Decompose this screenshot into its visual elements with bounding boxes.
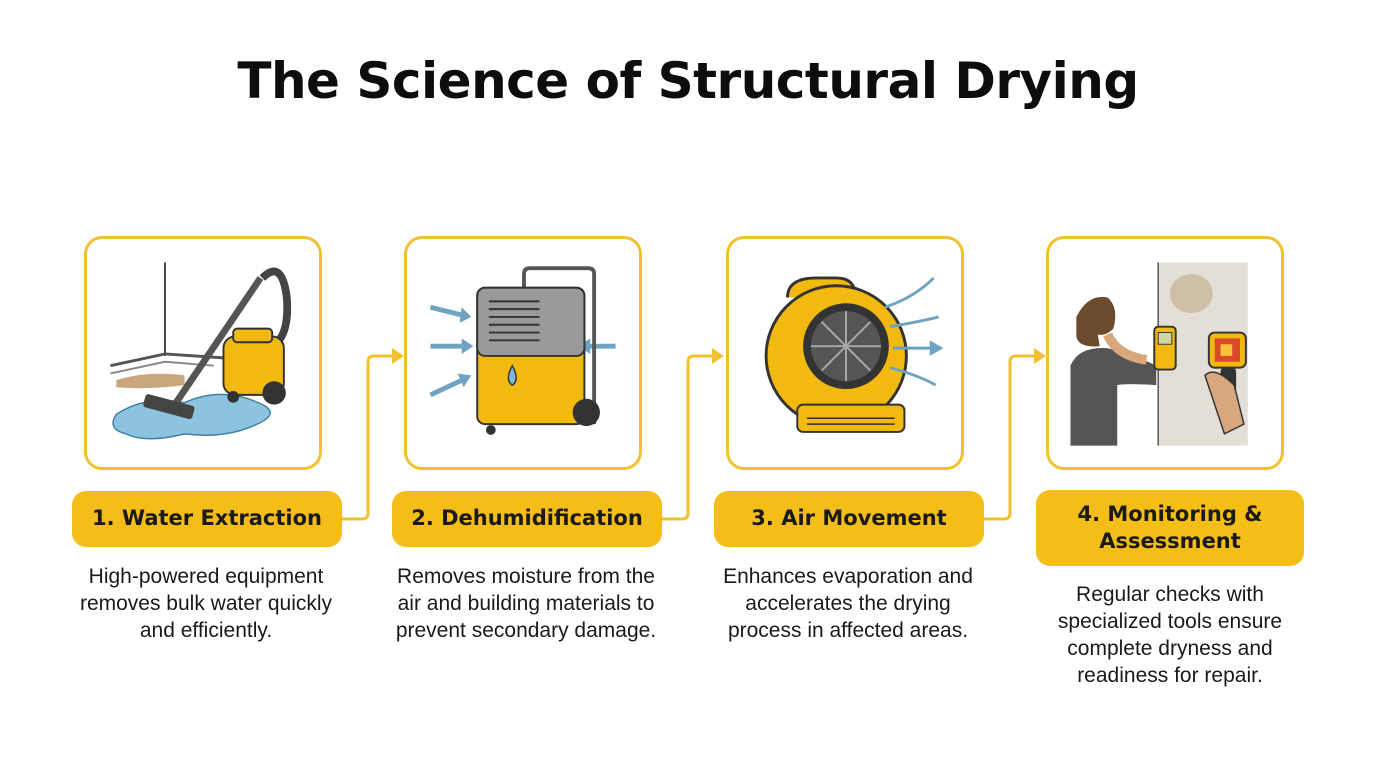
step-2-label: 2. Dehumidification — [392, 491, 662, 547]
wet-vacuum-icon — [110, 262, 292, 440]
step-4-illustration-card — [1046, 236, 1284, 470]
page-title: The Science of Structural Drying — [237, 52, 1139, 110]
step-4-description: Regular checks with specialized tools en… — [1057, 583, 1283, 687]
step-3-description: Enhances evaporation and accelerates the… — [723, 565, 973, 642]
step-3-label: 3. Air Movement — [714, 491, 984, 547]
step-1-label: 1. Water Extraction — [72, 491, 342, 547]
step-3-illustration-card — [726, 236, 964, 470]
moisture-meter-thermal-camera-icon — [1070, 262, 1248, 446]
step-1-illustration-card — [84, 236, 322, 470]
step-2-illustration-card — [404, 236, 642, 470]
air-mover-fan-icon — [764, 276, 944, 433]
step-2-description: Removes moisture from the air and buildi… — [395, 565, 657, 642]
step-4-label: 4. Monitoring & Assessment — [1036, 490, 1304, 566]
step-1-description: High-powered equipment removes bulk wate… — [79, 565, 333, 642]
dehumidifier-icon — [429, 266, 616, 435]
